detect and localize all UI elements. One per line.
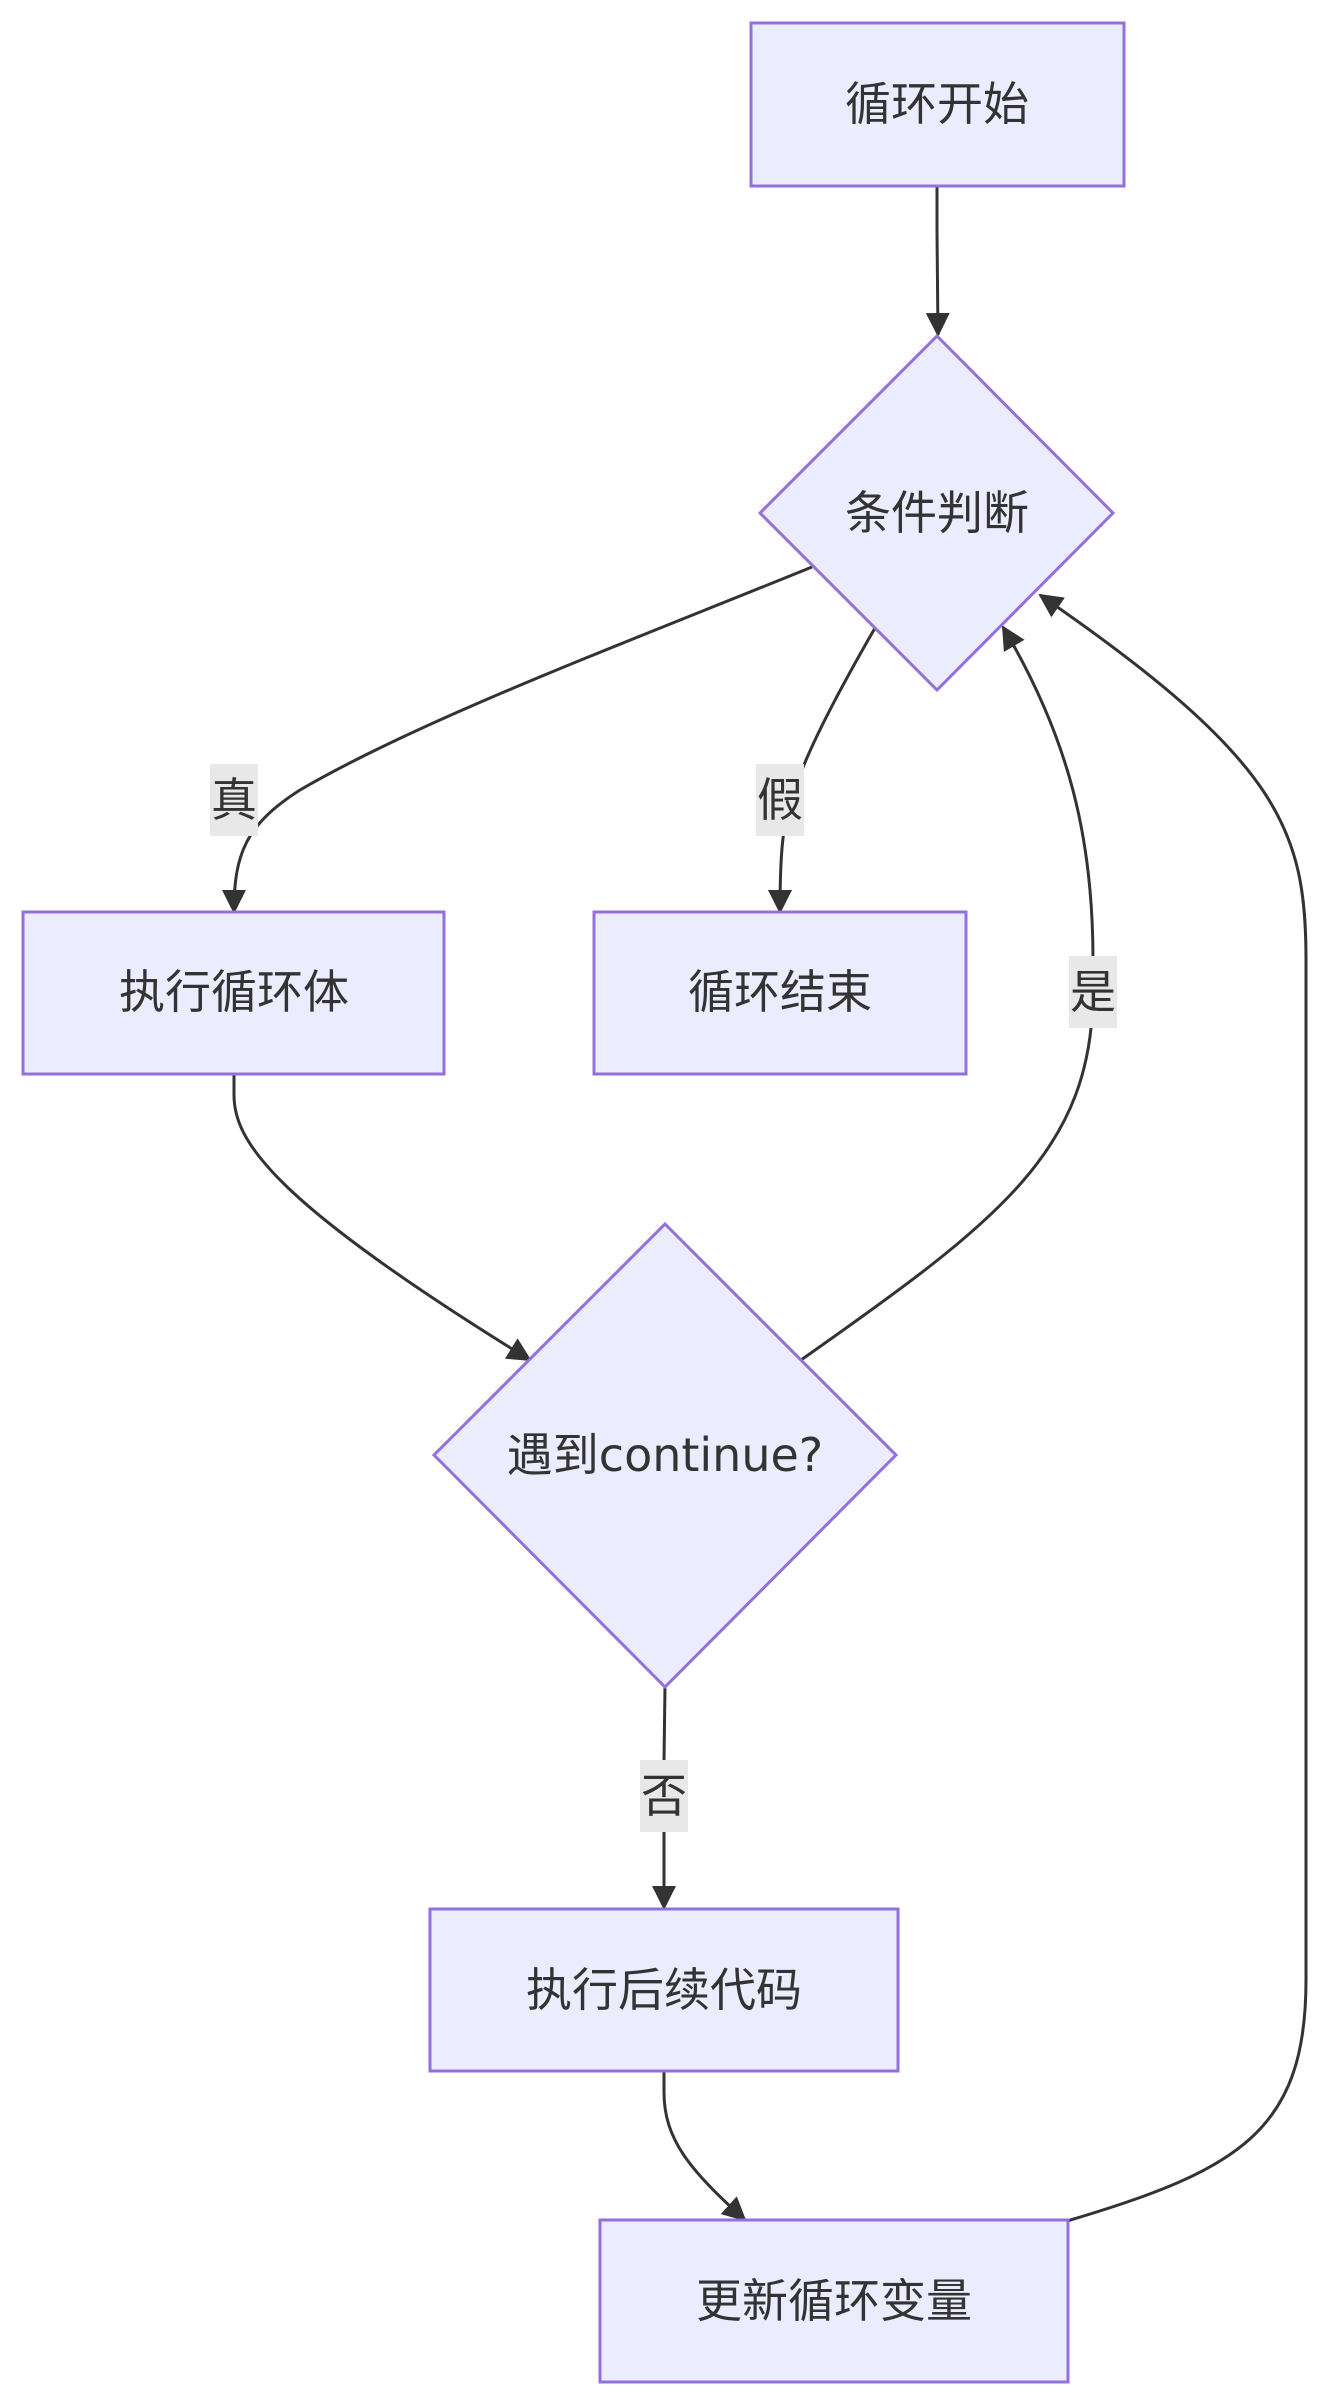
edge-start-to-condition: [925, 187, 950, 337]
svg-text:否: 否: [641, 1769, 687, 1823]
svg-text:循环结束: 循环结束: [688, 965, 872, 1019]
svg-text:更新循环变量: 更新循环变量: [696, 2274, 972, 2328]
svg-text:真: 真: [211, 773, 257, 827]
edge-condition-to-body: [222, 565, 813, 914]
node-loop-start: 循环开始: [749, 21, 1126, 188]
edge-body-to-continue: [232, 1073, 532, 1362]
edge-label-false: 假: [756, 764, 804, 836]
svg-text:循环开始: 循环开始: [845, 77, 1029, 131]
node-continue-check: 遇到continue?: [431, 1221, 899, 1690]
edge-label-yes: 是: [1069, 956, 1117, 1028]
edge-label-true: 真: [210, 764, 258, 836]
edge-rest-to-update: [662, 2070, 747, 2222]
svg-text:条件判断: 条件判断: [845, 486, 1029, 540]
node-execute-rest: 执行后续代码: [428, 1907, 900, 2073]
edge-label-no: 否: [640, 1760, 688, 1832]
svg-text:执行后续代码: 执行后续代码: [526, 1963, 802, 2017]
node-execute-body: 执行循环体: [21, 910, 446, 1076]
svg-text:假: 假: [757, 773, 803, 827]
svg-text:遇到continue?: 遇到continue?: [507, 1428, 823, 1482]
edge-update-to-condition: [1038, 593, 1308, 2223]
node-loop-end: 循环结束: [592, 910, 968, 1076]
svg-text:是: 是: [1070, 965, 1116, 1019]
node-update-var: 更新循环变量: [598, 2218, 1070, 2384]
node-condition: 条件判断: [757, 333, 1116, 693]
svg-text:执行循环体: 执行循环体: [119, 965, 349, 1019]
